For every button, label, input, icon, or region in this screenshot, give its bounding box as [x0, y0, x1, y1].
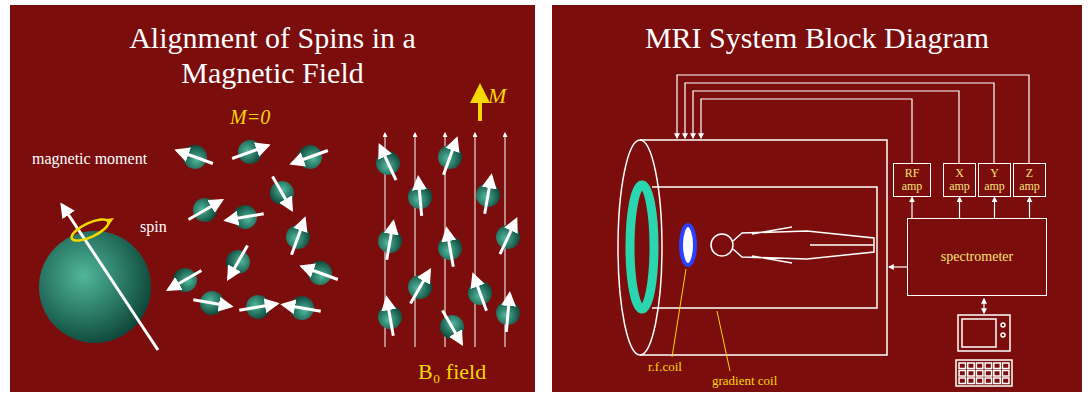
- slide-panel: MRI System Block Diagram RF amp X amp Y amp…: [552, 5, 1082, 392]
- spin-symbol: [281, 293, 323, 323]
- magnet-bore: [652, 187, 877, 308]
- monitor: [958, 315, 1010, 351]
- box-label: Y amp: [981, 167, 1008, 193]
- key: [976, 371, 983, 377]
- key: [985, 371, 992, 377]
- magnetization-label: M: [488, 84, 506, 108]
- magnetization-arrow: [478, 87, 482, 121]
- spin-symbol: [224, 202, 266, 232]
- key: [976, 378, 983, 384]
- key: [959, 378, 966, 384]
- coil-label: r.f.coil: [648, 360, 682, 374]
- key: [1003, 371, 1010, 377]
- spin-symbol: [435, 227, 465, 269]
- leader-line: [717, 311, 730, 371]
- amplifier-box: Z amp: [1013, 163, 1046, 197]
- box-label: Z amp: [1016, 167, 1043, 193]
- key: [959, 363, 966, 369]
- spin-symbol: [298, 255, 342, 291]
- spin-symbol: [432, 135, 468, 179]
- key: [985, 363, 992, 369]
- monitor-knob: [1001, 333, 1005, 337]
- spin-symbol: [218, 240, 258, 285]
- field-line: [475, 133, 476, 347]
- spin-symbol: [406, 177, 433, 217]
- patient-head: [711, 234, 733, 256]
- illustration: [552, 5, 1082, 392]
- spin-symbol: [280, 215, 316, 259]
- spin-symbol: [489, 215, 527, 260]
- magnet-face: [618, 140, 662, 355]
- key: [1003, 378, 1010, 384]
- key: [968, 371, 975, 377]
- spin-symbol: [183, 190, 228, 230]
- nucleus-sphere: [39, 231, 151, 343]
- signal-arrow: [911, 197, 912, 218]
- spin-ellipse: [69, 215, 111, 245]
- spin-symbol: [369, 141, 407, 186]
- rf-coil: [681, 225, 695, 265]
- key: [968, 363, 975, 369]
- console-wire: [983, 299, 984, 313]
- key: [968, 378, 975, 384]
- spectrometer-box: spectrometer: [907, 218, 1047, 296]
- coil-wire: [701, 99, 912, 163]
- spin-arrowhead: [106, 218, 114, 225]
- spin-symbol: [473, 174, 503, 216]
- spin-symbol: [228, 134, 272, 170]
- spin-symbol: [163, 260, 208, 300]
- key: [994, 371, 1001, 377]
- spin-symbol: [173, 139, 217, 175]
- monitor-knob: [1001, 323, 1005, 327]
- box-label: spectrometer: [941, 249, 1013, 264]
- spin-symbol: [262, 171, 302, 216]
- spin-symbol: [400, 265, 440, 310]
- gradient-coil-ring: [630, 185, 654, 309]
- coil-label: gradient coil: [712, 374, 777, 388]
- spin-symbol: [288, 139, 332, 175]
- coil-wire: [677, 75, 1029, 163]
- spin-symbol: [237, 292, 279, 322]
- spin-symbol: [375, 296, 405, 338]
- box-label: X amp: [946, 167, 973, 193]
- spin-symbol: [375, 220, 405, 262]
- key: [1003, 363, 1010, 369]
- spin-symbol: [432, 305, 472, 350]
- slide-title: Alignment of Spins in a Magnetic Field: [88, 21, 458, 90]
- amplifier-box: RF amp: [893, 163, 931, 197]
- spin-symbol: [191, 288, 233, 318]
- amplifier-box: Y amp: [978, 163, 1011, 197]
- amplifier-box: X amp: [943, 163, 976, 197]
- coil-wire: [693, 91, 959, 163]
- magnetization-label: M=0: [230, 106, 270, 128]
- field-label: B₀ field: [418, 360, 486, 384]
- signal-wire: [889, 266, 907, 267]
- signal-arrow: [1029, 197, 1030, 218]
- slide-panel: Alignment of Spins in a Magnetic Field: [10, 5, 535, 392]
- slide-title: MRI System Block Diagram: [567, 21, 1067, 56]
- patient-body: [733, 227, 874, 263]
- box-label: RF amp: [896, 167, 928, 193]
- key: [994, 378, 1001, 384]
- signal-arrow: [959, 197, 960, 218]
- key: [994, 363, 1001, 369]
- spin-symbol: [462, 271, 498, 315]
- field-line: [415, 133, 416, 347]
- spin-symbol: [494, 293, 521, 333]
- key: [985, 378, 992, 384]
- keyboard: [956, 360, 1012, 386]
- key: [959, 371, 966, 377]
- spin-label: spin: [140, 218, 167, 236]
- moment-label: magnetic moment: [32, 150, 147, 168]
- coil-wire: [685, 83, 994, 163]
- monitor-screen: [962, 319, 996, 347]
- signal-arrow: [994, 197, 995, 218]
- key: [976, 363, 983, 369]
- leader-line: [672, 269, 686, 357]
